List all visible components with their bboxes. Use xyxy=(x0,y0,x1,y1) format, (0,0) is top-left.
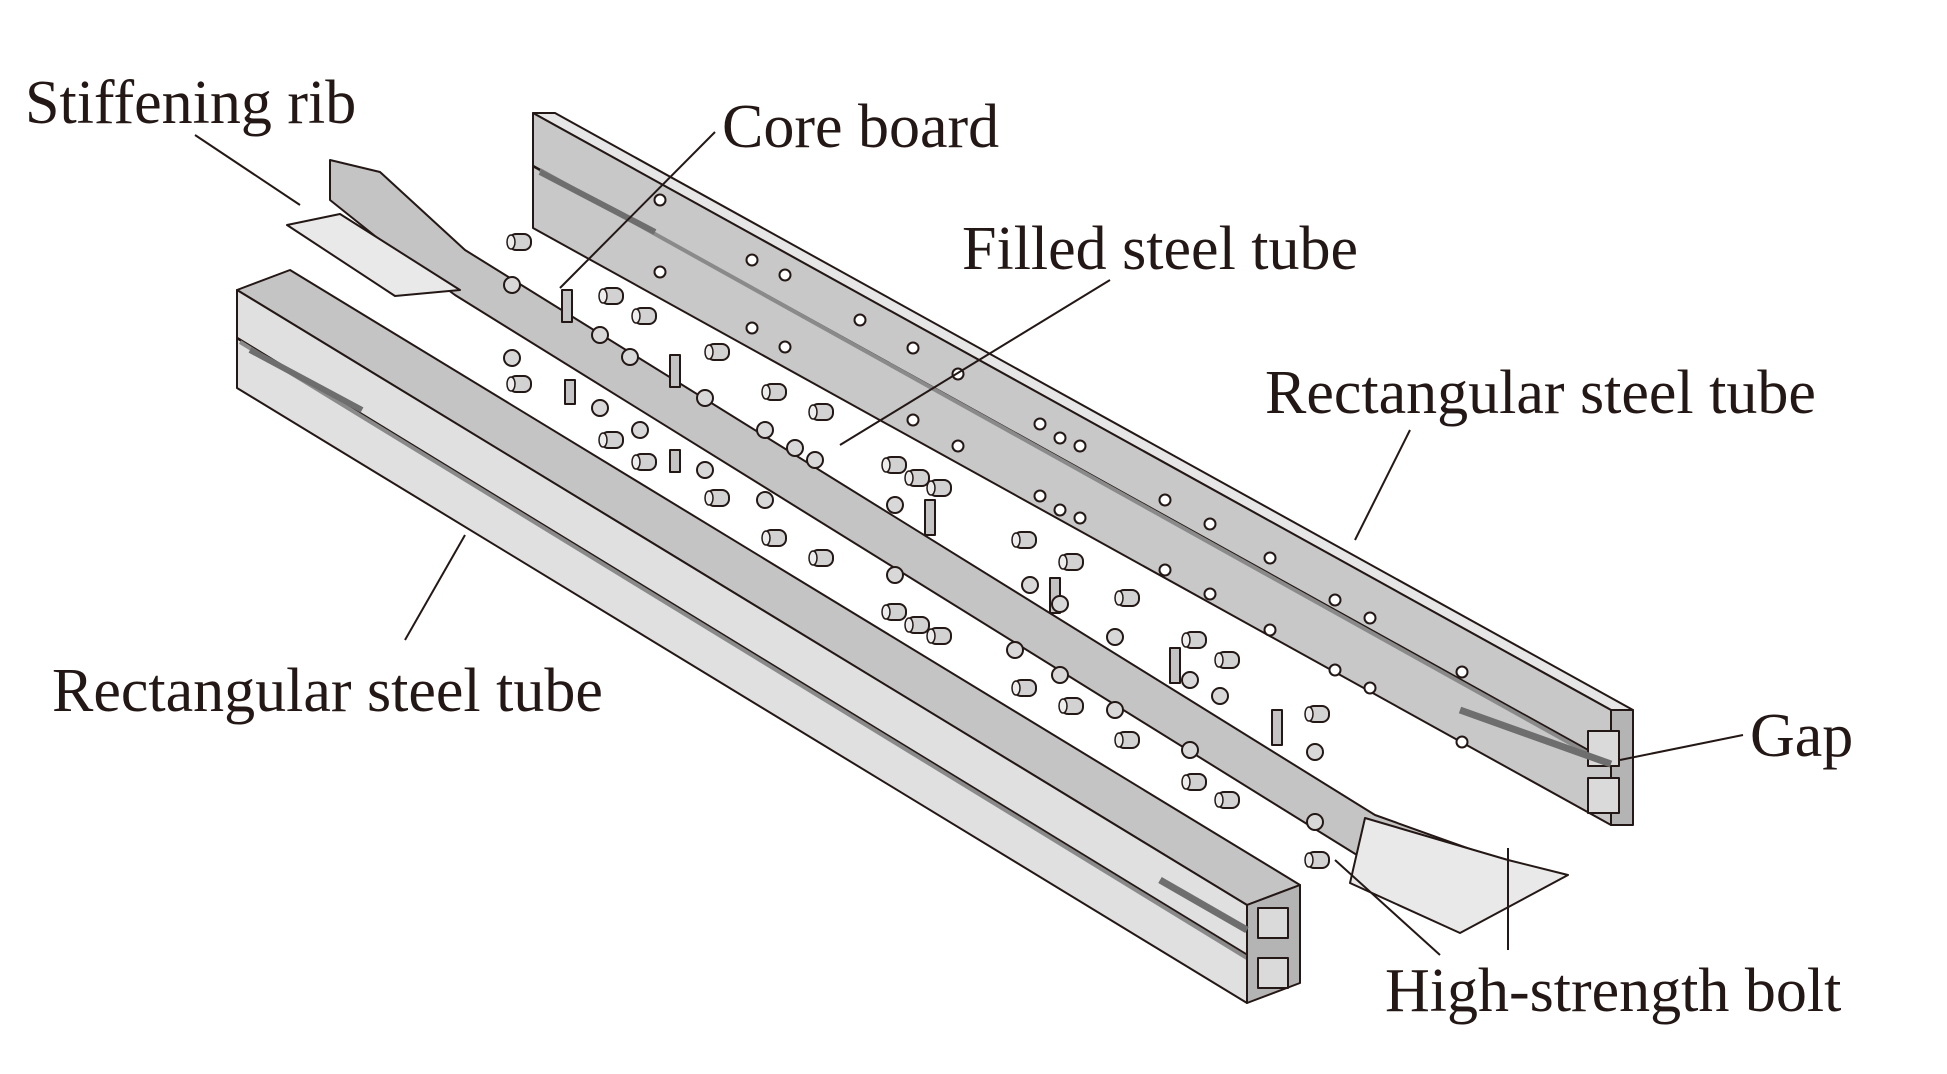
gap-slot-near-end xyxy=(1158,876,1249,934)
gap-slot-near-start xyxy=(248,347,364,413)
bolt-holes xyxy=(653,193,1469,749)
stiffening-rib-end-plate xyxy=(1349,817,1569,934)
label-rectangular-steel-tube-right: Rectangular steel tube xyxy=(1265,359,1816,427)
label-filled-steel-tube: Filled steel tube xyxy=(962,215,1359,283)
label-rectangular-steel-tube-left: Rectangular steel tube xyxy=(52,657,603,725)
label-gap: Gap xyxy=(1750,702,1854,770)
leader-stiffening-rib xyxy=(194,134,301,206)
filled-steel-tubes xyxy=(503,276,1324,831)
leader-gap xyxy=(1619,734,1744,761)
rectangular-steel-tube-far xyxy=(532,112,1634,826)
leader-rect-tube-left xyxy=(404,534,466,641)
core-board xyxy=(286,159,1569,950)
leader-lines xyxy=(194,131,1744,956)
label-stiffening-rib: Stiffening rib xyxy=(25,69,357,137)
gap-slot-far-start xyxy=(538,169,657,235)
leader-rect-tube-right xyxy=(1354,429,1411,541)
gap-slot-far-end xyxy=(1458,706,1613,768)
label-core-board: Core board xyxy=(722,93,1000,161)
leader-core-board xyxy=(559,131,716,289)
label-high-strength-bolt: High-strength bolt xyxy=(1385,957,1842,1025)
stiffening-rib-start-plate xyxy=(286,213,461,297)
near-tube-top-face xyxy=(236,269,1301,906)
rectangular-steel-tube-near xyxy=(236,269,1301,1004)
leader-filled-steel-tube xyxy=(839,279,1111,446)
leader-high-strength-bolt xyxy=(1334,859,1441,956)
